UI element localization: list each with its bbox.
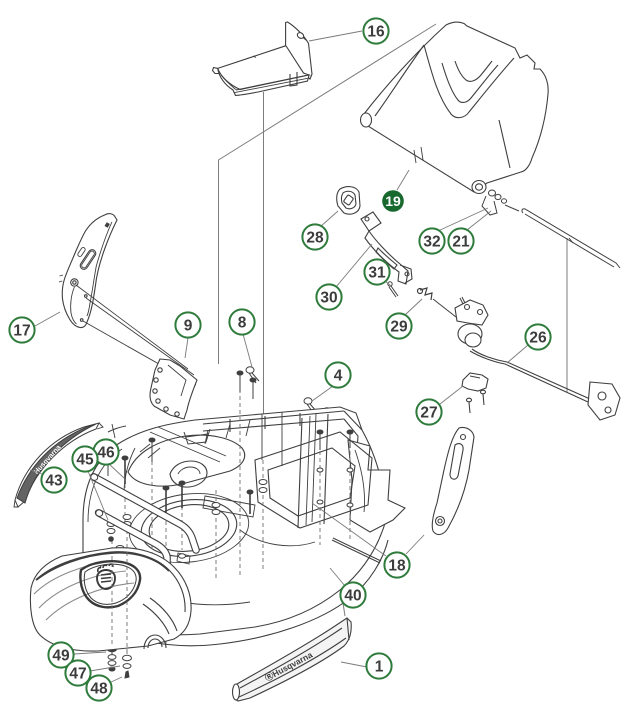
svg-text:21: 21 bbox=[452, 233, 470, 250]
svg-text:30: 30 bbox=[320, 289, 337, 306]
svg-text:4: 4 bbox=[334, 367, 343, 384]
svg-text:18: 18 bbox=[388, 557, 406, 574]
svg-text:48: 48 bbox=[90, 680, 108, 697]
svg-text:45: 45 bbox=[76, 451, 94, 468]
svg-text:19: 19 bbox=[385, 193, 401, 209]
svg-text:31: 31 bbox=[368, 264, 386, 281]
svg-text:40: 40 bbox=[344, 587, 361, 604]
svg-text:27: 27 bbox=[420, 404, 437, 421]
svg-text:9: 9 bbox=[184, 317, 193, 334]
svg-text:8: 8 bbox=[238, 314, 247, 331]
svg-text:16: 16 bbox=[367, 23, 385, 40]
svg-text:1: 1 bbox=[375, 658, 384, 675]
svg-text:26: 26 bbox=[529, 329, 547, 346]
svg-text:46: 46 bbox=[97, 444, 115, 461]
svg-text:28: 28 bbox=[306, 229, 324, 246]
svg-text:32: 32 bbox=[423, 233, 440, 250]
svg-text:47: 47 bbox=[69, 665, 86, 682]
svg-text:43: 43 bbox=[45, 472, 63, 489]
svg-text:29: 29 bbox=[390, 318, 408, 335]
svg-text:49: 49 bbox=[52, 647, 70, 664]
svg-text:17: 17 bbox=[13, 322, 30, 339]
